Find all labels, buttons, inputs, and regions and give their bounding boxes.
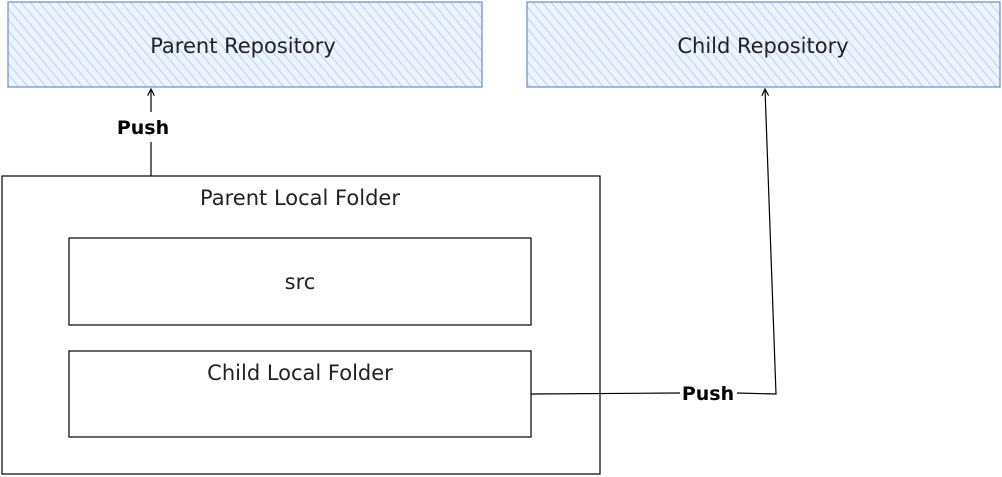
child-push-edge: Push (530, 89, 777, 405)
child-local-folder-label: Child Local Folder (207, 361, 393, 385)
parent-repository-node: Parent Repository (7, 1, 483, 88)
parent-push-label: Push (117, 117, 169, 139)
src-node: src (68, 237, 532, 326)
src-label: src (285, 270, 316, 294)
child-repository-node: Child Repository (526, 1, 1001, 88)
parent-local-folder-label: Parent Local Folder (200, 186, 400, 210)
child-repository-label: Child Repository (677, 34, 848, 58)
child-push-label: Push (682, 383, 734, 405)
parent-repository-label: Parent Repository (150, 34, 336, 58)
parent-push-edge: Push (117, 89, 169, 176)
child-local-folder-node: Child Local Folder (68, 350, 532, 438)
